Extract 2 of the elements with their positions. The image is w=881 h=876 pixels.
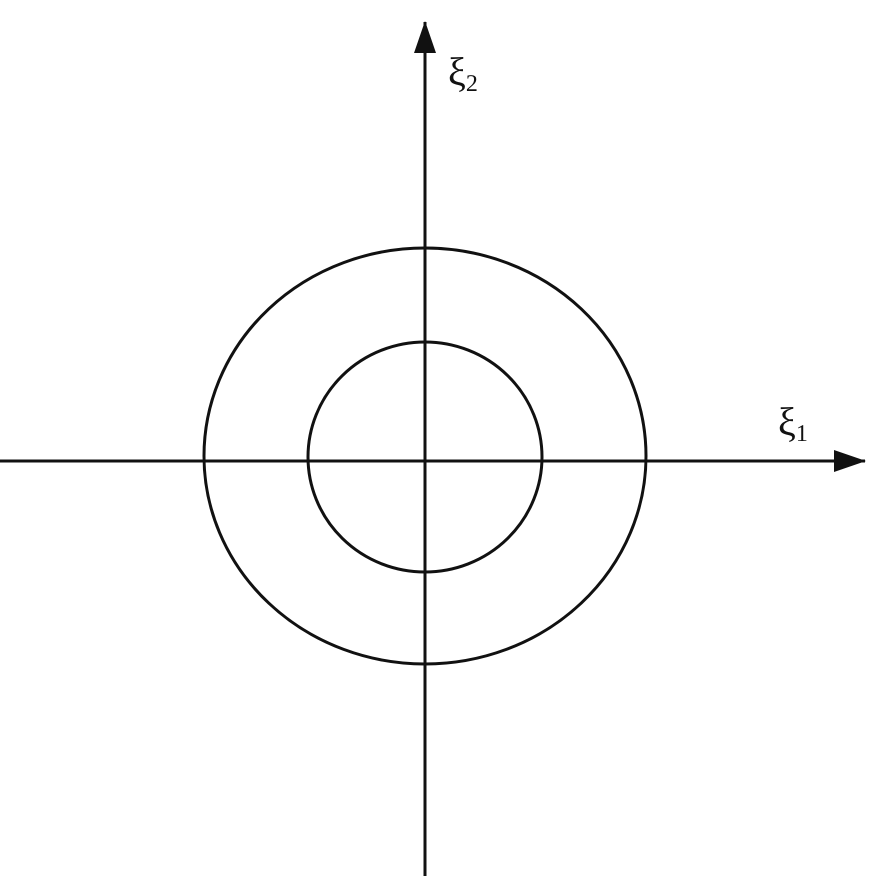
axis-label: ξ$_{1}$ (778, 402, 808, 446)
axis-label: ξ$_{2}$ (448, 52, 478, 96)
